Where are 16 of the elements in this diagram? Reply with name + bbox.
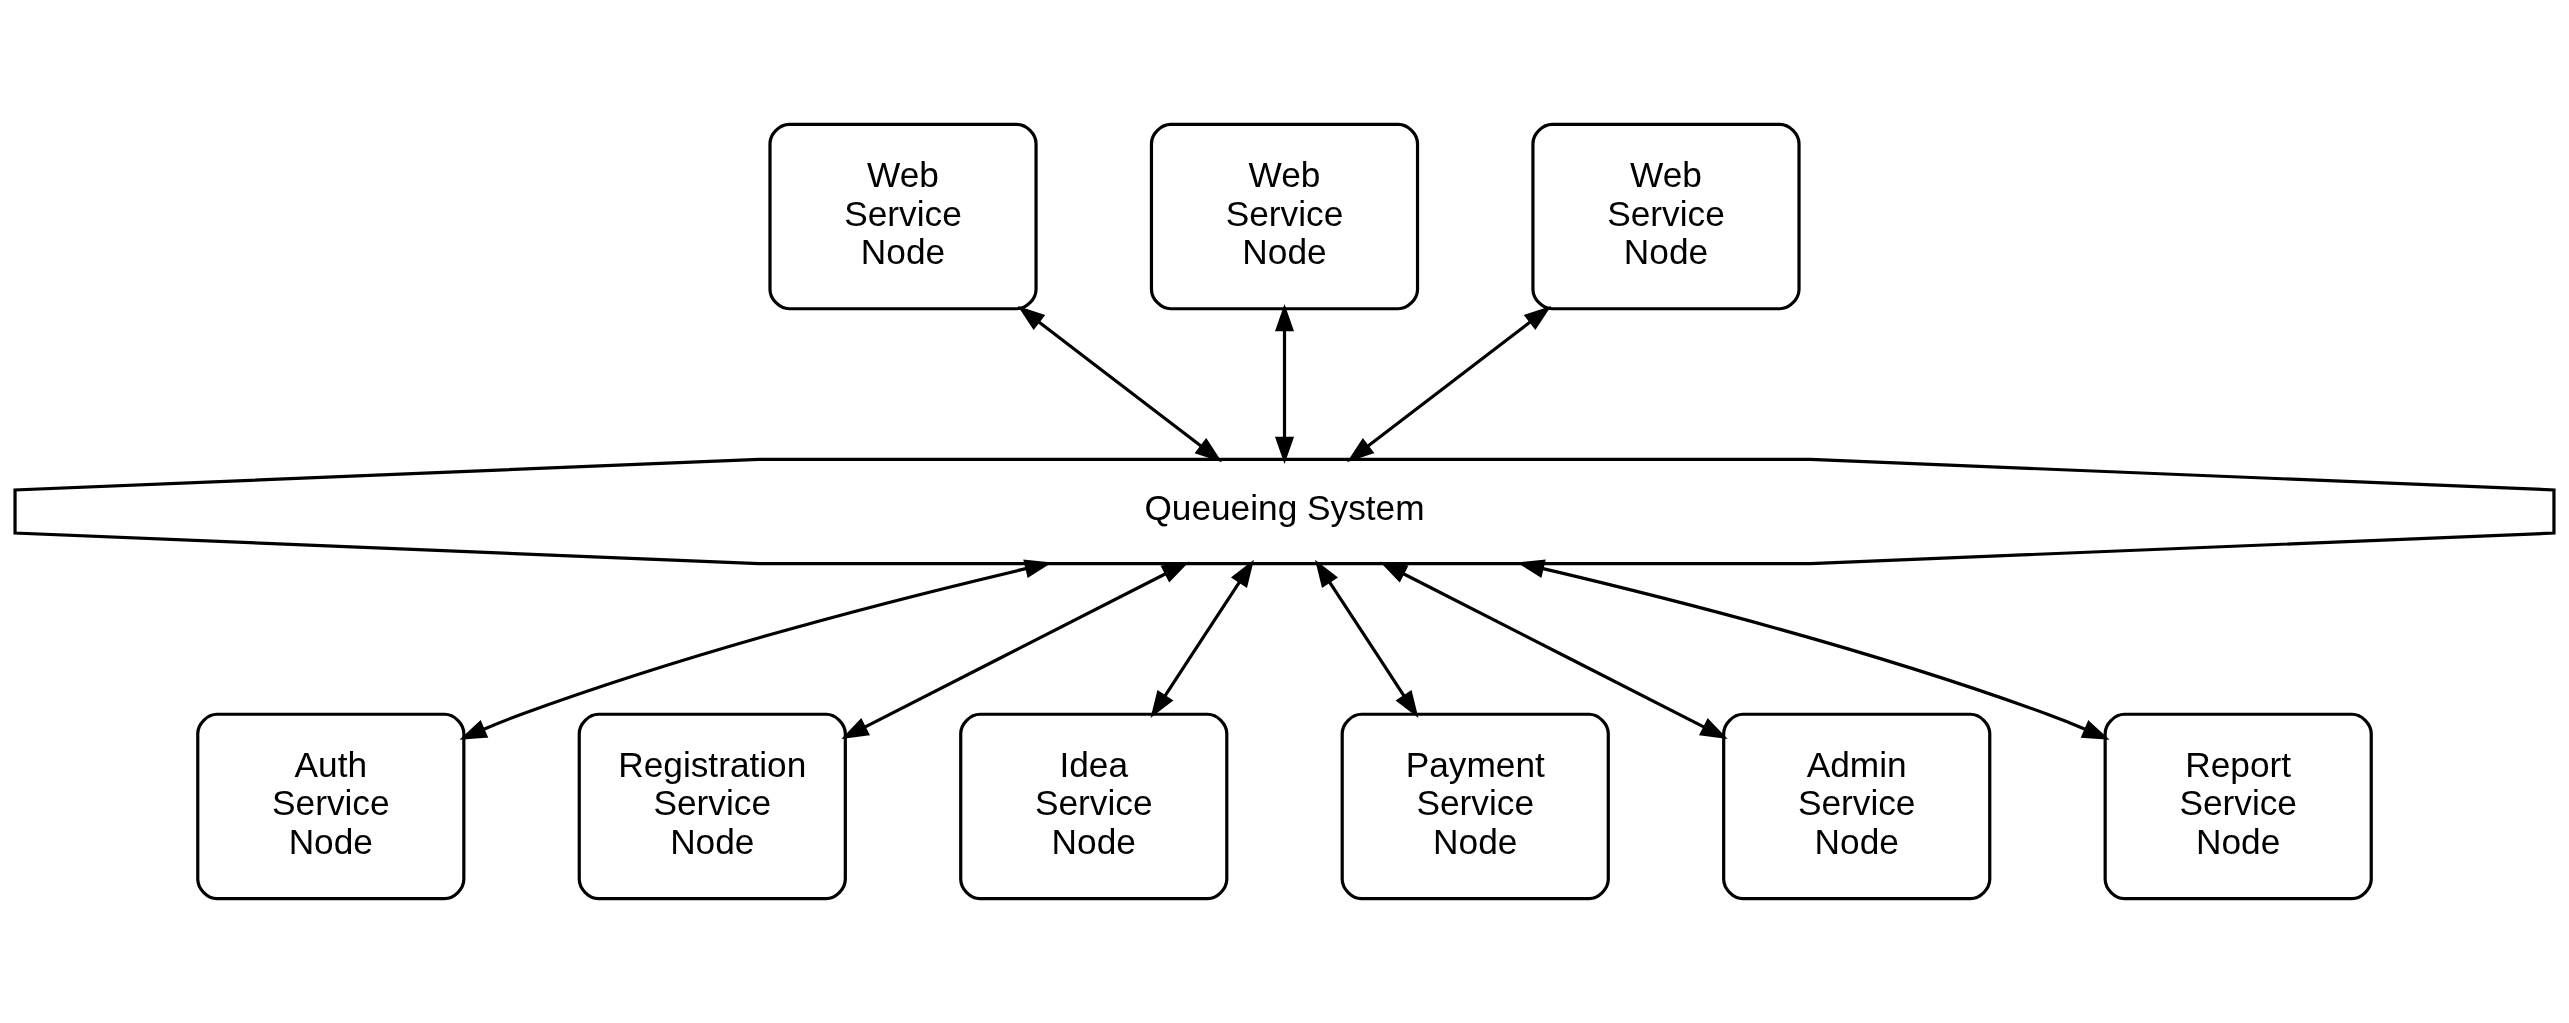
node-box: Web Service Node bbox=[1531, 122, 1801, 311]
arrow bbox=[1315, 559, 1419, 719]
node-box: Web Service Node bbox=[1149, 122, 1420, 311]
node-box: Registration Service Node bbox=[577, 712, 847, 901]
arrow bbox=[1150, 559, 1254, 719]
arrow bbox=[841, 561, 1190, 740]
arrow bbox=[1346, 305, 1552, 463]
arrow bbox=[1379, 561, 1728, 740]
arrow bbox=[1274, 304, 1295, 465]
node-box: Auth Service Node bbox=[196, 712, 466, 901]
node-box: Admin Service Node bbox=[1722, 712, 1992, 901]
node-box: Payment Service Node bbox=[1340, 712, 1610, 901]
node-box: Web Service Node bbox=[768, 122, 1038, 311]
arrow bbox=[1017, 305, 1223, 463]
node-box: Report Service Node bbox=[2103, 712, 2373, 901]
node-box: Idea Service Node bbox=[959, 712, 1229, 901]
